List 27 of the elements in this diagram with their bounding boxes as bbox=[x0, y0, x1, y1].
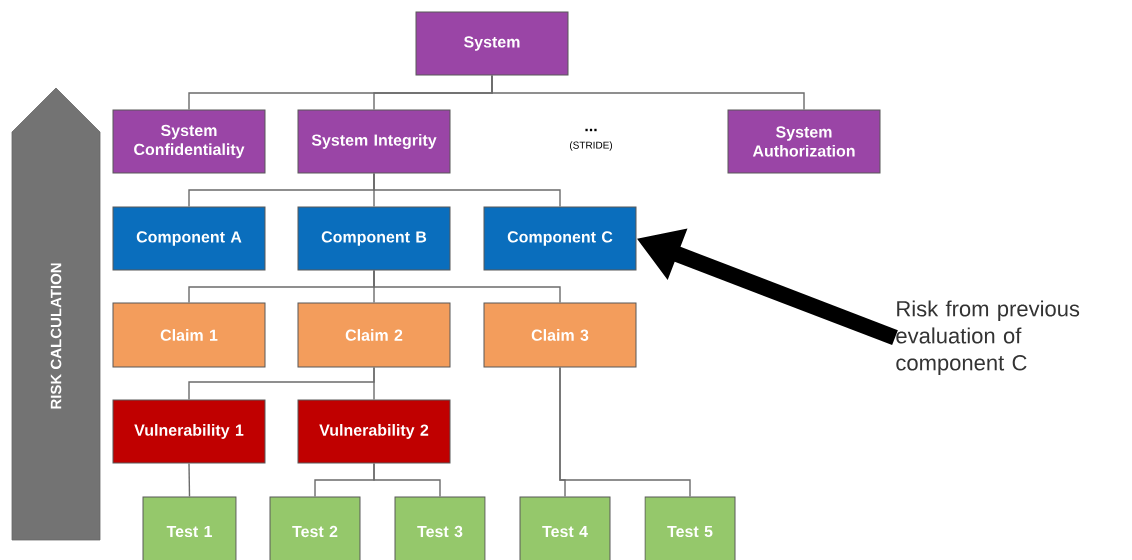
connector-line bbox=[559, 366, 691, 498]
test-box: Test 1 bbox=[142, 496, 237, 560]
stride-note: (STRIDE) bbox=[569, 141, 613, 151]
connector-line bbox=[188, 462, 191, 498]
connector-line bbox=[373, 269, 561, 304]
system-box: System bbox=[415, 11, 569, 76]
test-box: Test 2 bbox=[269, 496, 361, 560]
vulnerability-box: Vulnerability 1 bbox=[112, 399, 266, 464]
category-box: System Confidentiality bbox=[112, 109, 266, 174]
connector-line bbox=[373, 462, 441, 498]
test-box: Test 4 bbox=[519, 496, 611, 560]
test-box: Test 5 bbox=[644, 496, 736, 560]
claim-box: Claim 1 bbox=[112, 302, 266, 368]
claim-box: Claim 2 bbox=[297, 302, 451, 368]
category-box: System Authorization bbox=[727, 109, 881, 174]
connector-line bbox=[491, 74, 805, 111]
component-box: Component C bbox=[483, 206, 637, 271]
claim-box: Claim 3 bbox=[483, 302, 637, 368]
test-box: Test 3 bbox=[394, 496, 486, 560]
connector-line bbox=[373, 172, 561, 208]
stride-note: ... bbox=[585, 128, 597, 132]
component-box: Component A bbox=[112, 206, 266, 271]
vulnerability-box: Vulnerability 2 bbox=[297, 399, 451, 464]
annotation-text: Risk from previous evaluation of component C bbox=[896, 300, 1080, 375]
category-box: System Integrity bbox=[297, 109, 451, 174]
component-box: Component B bbox=[297, 206, 451, 271]
connector-line bbox=[373, 366, 375, 401]
